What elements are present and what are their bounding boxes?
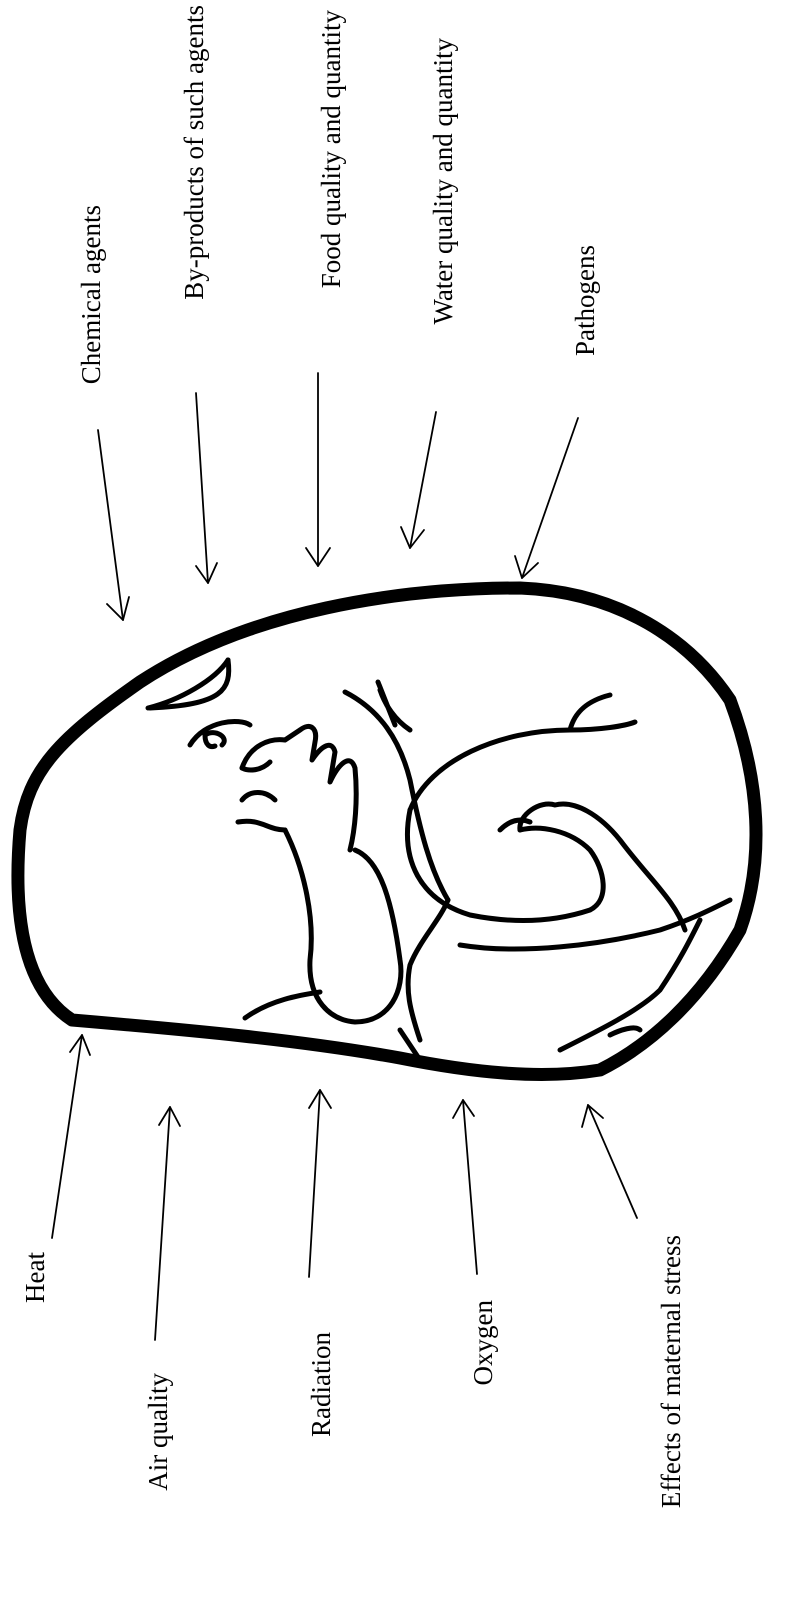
arrow-icon bbox=[155, 1107, 180, 1340]
arrow-icon bbox=[401, 412, 436, 548]
arrow-icon bbox=[196, 393, 217, 583]
label-pathogens: Pathogens bbox=[570, 245, 600, 356]
label-air-quality: Air quality bbox=[143, 1373, 173, 1491]
fetus-in-womb-illustration bbox=[18, 588, 756, 1074]
label-maternal-stress: Effects of maternal stress bbox=[656, 1235, 686, 1508]
label-oxygen: Oxygen bbox=[468, 1300, 498, 1386]
arrow-icon bbox=[582, 1105, 637, 1218]
label-food-quality: Food quality and quantity bbox=[316, 10, 346, 289]
arrow-icon bbox=[309, 1090, 331, 1277]
arrow-icon bbox=[98, 430, 129, 620]
label-water-quality: Water quality and quantity bbox=[428, 38, 458, 325]
arrow-icon bbox=[515, 418, 578, 578]
label-chemical-agents: Chemical agents bbox=[76, 205, 106, 384]
arrow-icon bbox=[52, 1035, 90, 1238]
label-radiation: Radiation bbox=[306, 1332, 336, 1437]
label-by-products: By-products of such agents bbox=[179, 5, 209, 300]
arrow-icon bbox=[453, 1100, 477, 1274]
label-heat: Heat bbox=[20, 1252, 50, 1303]
arrow-icon bbox=[306, 373, 330, 566]
